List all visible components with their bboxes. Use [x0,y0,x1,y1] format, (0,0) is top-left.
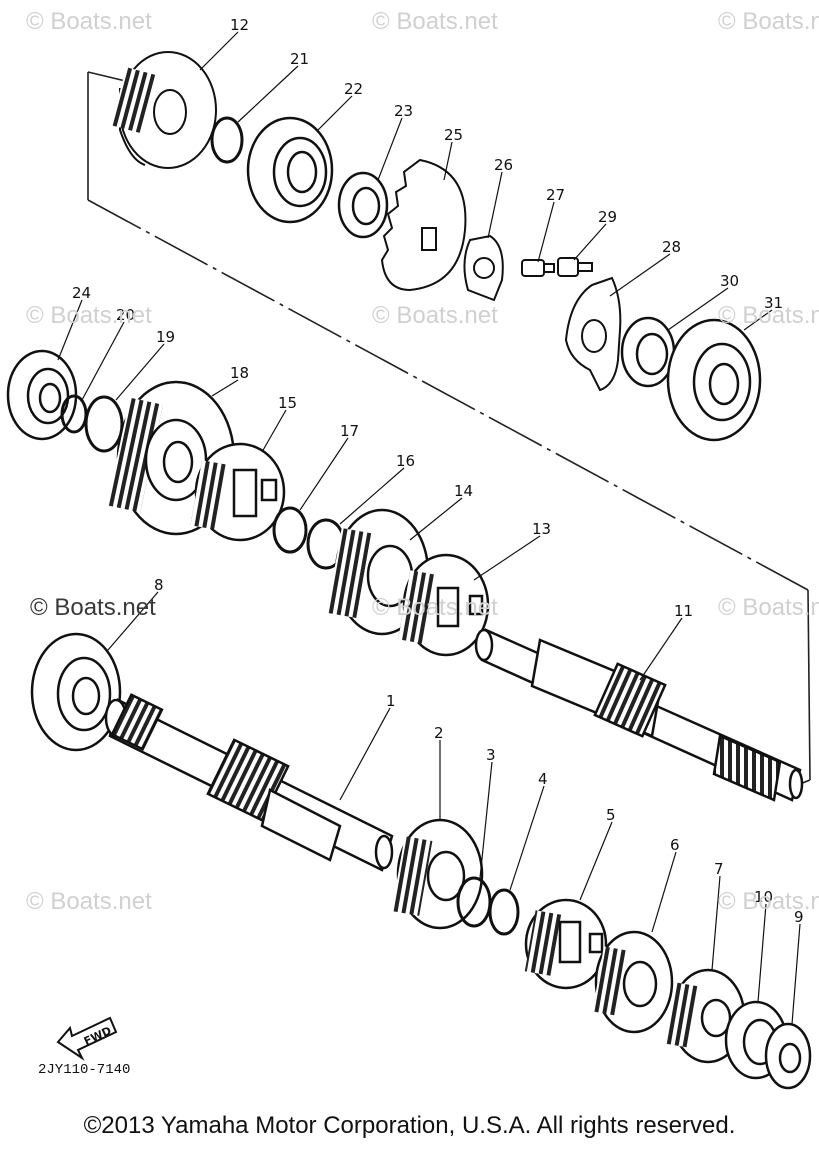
part-label: 17 [340,422,359,440]
watermark: © Boats.net [26,8,152,35]
part-28-plate[interactable] [564,276,622,392]
part-1-drive-axle[interactable] [104,693,394,872]
watermark: © Boats.net [718,302,819,329]
part-label: 30 [720,272,739,290]
watermark: © Boats.net [26,302,152,329]
part-13-gear[interactable] [398,553,490,657]
part-27-bolt[interactable] [521,259,555,277]
part-11-main-axle[interactable] [474,628,804,802]
part-label: 14 [454,482,473,500]
part-label: 6 [670,836,680,854]
part-label: 4 [538,770,548,788]
part-2-gear[interactable] [391,818,484,930]
watermark: © Boats.net [372,594,498,621]
part-label: 31 [764,294,783,312]
part-5-gear[interactable] [524,898,608,990]
part-14-gear[interactable] [326,508,430,636]
part-label: 19 [156,328,175,346]
watermark: © Boats.net [718,888,819,915]
part-12-gear[interactable] [110,51,217,169]
watermark: © Boats.net [718,594,819,621]
transmission-parts-diagram: 12 21 22 23 25 26 27 29 28 30 31 24 20 1… [6,16,812,1090]
part-8-bearing[interactable] [30,632,122,752]
part-17-circlip[interactable] [272,506,308,554]
part-label: 9 [794,908,804,926]
part-label: 3 [486,746,496,764]
watermark: © Boats.net [26,888,152,915]
watermark: © Boats.net [372,302,498,329]
part-30-oil-seal[interactable] [620,316,676,388]
part-label: 8 [154,576,164,594]
part-label: 23 [394,102,413,120]
part-labels: 12 21 22 23 25 26 27 29 28 30 31 24 20 1… [72,16,804,926]
diagram-code: 2JY110-7140 [38,1062,131,1078]
part-label: 28 [662,238,681,256]
part-22-bearing[interactable] [246,116,334,224]
part-19-washer[interactable] [84,395,124,453]
fwd-arrow-icon: FWD [56,1016,118,1061]
part-26-lock-washer[interactable] [463,234,504,302]
part-21-washer[interactable] [210,116,244,164]
part-label: 24 [72,284,91,302]
part-label: 29 [598,208,617,226]
part-23-oil-seal[interactable] [337,171,389,239]
watermark: © Boats.net [30,594,156,621]
part-label: 10 [754,888,773,906]
part-label: 18 [230,364,249,382]
part-label: 25 [444,126,463,144]
part-label: 11 [674,602,693,620]
part-29-bolt[interactable] [557,257,593,277]
part-label: 13 [532,520,551,538]
part-label: 16 [396,452,415,470]
part-25-drive-sprocket[interactable] [380,158,467,292]
part-label: 15 [278,394,297,412]
leader-lines [57,31,801,1025]
part-label: 26 [494,156,513,174]
part-6-gear[interactable] [592,930,674,1034]
part-9-collar[interactable] [764,1022,812,1090]
part-label: 2 [434,724,444,742]
part-label: 5 [606,806,616,824]
part-15-gear[interactable] [190,442,286,542]
part-label: 12 [230,16,249,34]
part-label: 27 [546,186,565,204]
part-label: 20 [116,306,135,324]
part-4-circlip[interactable] [488,888,520,936]
watermark: © Boats.net [372,8,498,35]
part-label: 21 [290,50,309,68]
copyright-notice: ©2013 Yamaha Motor Corporation, U.S.A. A… [83,1112,736,1139]
part-label: 22 [344,80,363,98]
watermark: © Boats.net [718,8,819,35]
part-31-bearing[interactable] [666,318,762,442]
part-label: 1 [386,692,396,710]
part-label: 7 [714,860,724,878]
